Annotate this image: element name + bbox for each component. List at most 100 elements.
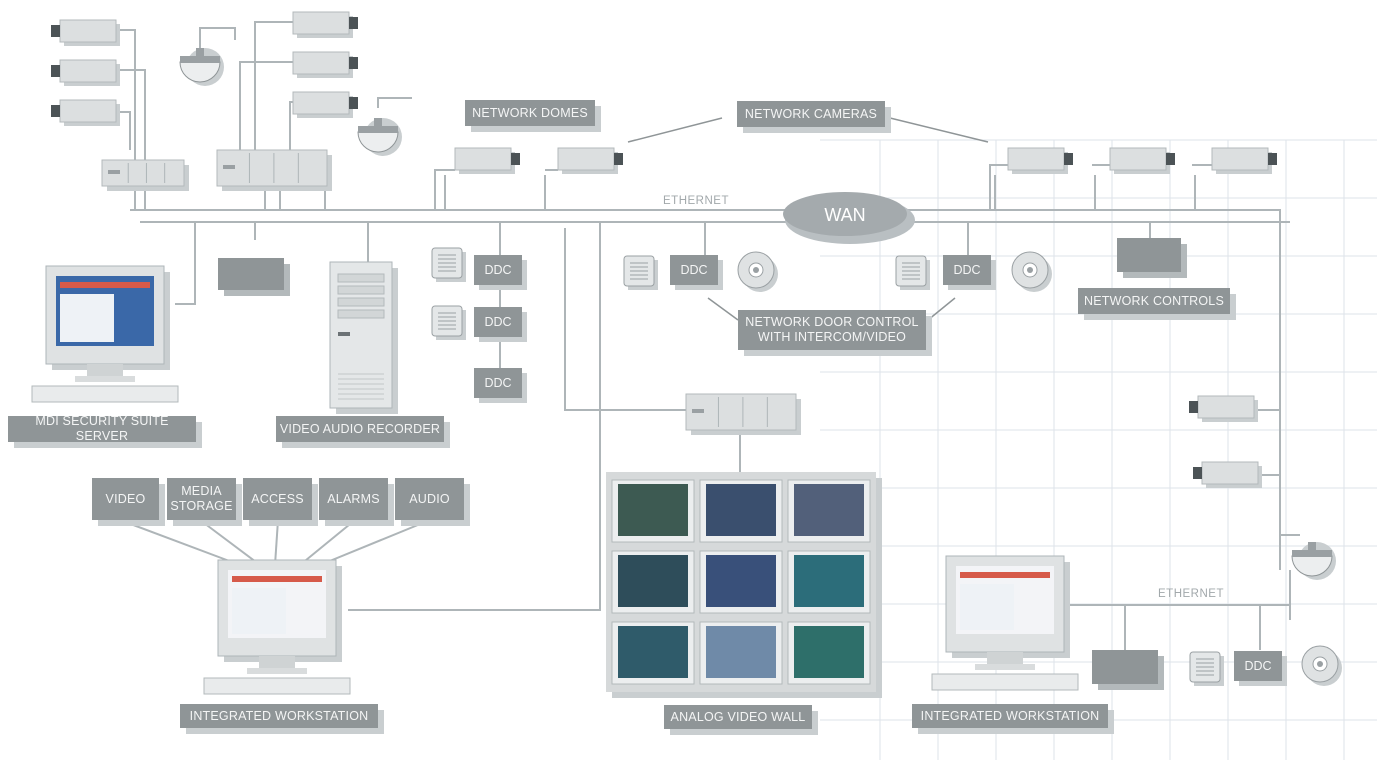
box-camera-icon	[292, 11, 358, 38]
server-monitor-icon	[31, 265, 179, 403]
wall-screen	[618, 484, 688, 536]
wall-screen	[706, 626, 776, 678]
dome-ring	[180, 56, 220, 63]
dome-globe	[179, 61, 221, 83]
camera-body	[454, 147, 512, 171]
network-controls-label: NETWORK CONTROLS	[1078, 288, 1230, 314]
ddc-unit-5: DDC	[943, 255, 991, 285]
camera-body	[1007, 147, 1065, 171]
workstation-controller-box	[1092, 650, 1164, 690]
wall-screen	[618, 626, 688, 678]
ddc-unit-2: DDC	[474, 307, 522, 337]
camera-lens	[349, 17, 358, 29]
wan-label: WAN	[824, 204, 866, 225]
wall-screen	[706, 484, 776, 536]
pointer-arrow	[707, 297, 739, 321]
box-camera-icon	[292, 91, 358, 118]
box-camera-icon	[51, 19, 120, 46]
network-switch-icon	[101, 159, 189, 191]
tower-server-icon	[329, 261, 398, 414]
ddc-unit-6: DDC	[1234, 651, 1282, 681]
card-reader-icon	[431, 305, 466, 340]
network-cable	[199, 519, 261, 566]
camera-body	[1201, 461, 1259, 485]
ddc-unit-4: DDC	[670, 255, 718, 285]
screen-panel	[60, 294, 114, 342]
box-body	[1092, 650, 1158, 684]
intercom-icon	[737, 251, 778, 292]
video-audio-recorder-label: VIDEO AUDIO RECORDER	[276, 416, 444, 442]
network-cable	[989, 164, 1008, 210]
network-cable	[274, 519, 279, 566]
network-door-control-label: NETWORK DOOR CONTROL WITH INTERCOM/VIDEO	[738, 310, 926, 350]
camera-lens	[51, 65, 60, 77]
monitor-stand	[987, 652, 1023, 664]
video-matrix-switch-icon	[685, 393, 801, 435]
screen-panel	[960, 584, 1014, 630]
camera-lens	[1166, 153, 1175, 165]
switch-body	[216, 149, 328, 187]
camera-lens	[51, 25, 60, 37]
card-reader-icon	[431, 247, 466, 282]
network-switch-icon	[216, 149, 332, 191]
dome-ring	[1292, 550, 1332, 557]
box-camera-icon	[1007, 147, 1073, 174]
tower-bay	[337, 273, 385, 283]
box-camera-icon	[557, 147, 623, 174]
camera-body	[292, 51, 350, 75]
intercom-center	[1027, 267, 1033, 273]
switch-led	[223, 165, 235, 169]
network-cable	[299, 519, 356, 566]
camera-lens	[51, 105, 60, 117]
camera-lens	[511, 153, 520, 165]
wall-screen	[794, 484, 864, 536]
monitor-stand	[87, 364, 123, 376]
box-camera-icon	[1193, 461, 1262, 488]
tower-bay	[337, 309, 385, 319]
mdi-security-suite-server-label: MDI SECURITY SUITE SERVER	[8, 414, 196, 443]
ddc-unit-3: DDC	[474, 368, 522, 398]
integrated-workstation-left-label: INTEGRATED WORKSTATION	[180, 704, 378, 728]
left-workstation-monitor-icon	[203, 559, 351, 695]
camera-body	[59, 59, 117, 83]
wall-screen	[618, 555, 688, 607]
camera-body	[557, 147, 615, 171]
wall-screen	[794, 555, 864, 607]
tower-button	[338, 332, 350, 336]
integrated-workstation-right-label: INTEGRATED WORKSTATION	[912, 704, 1108, 728]
pointer-arrow	[889, 117, 989, 143]
pointer-arrow	[627, 117, 723, 143]
camera-body	[59, 19, 117, 43]
dome-camera-icon	[1291, 542, 1336, 580]
card-reader-icon	[623, 255, 658, 290]
camera-body	[1197, 395, 1255, 419]
network-cable	[199, 27, 236, 48]
card-reader-icon	[1189, 651, 1224, 686]
camera-body	[292, 11, 350, 35]
network-cable	[119, 519, 241, 566]
network-cable	[175, 222, 196, 305]
box-camera-icon	[51, 59, 120, 86]
ethernet-label-top: ETHERNET	[663, 195, 729, 207]
keyboard-icon	[31, 385, 179, 403]
alarms-category-box: ALARMS	[319, 478, 388, 520]
tower-bay	[337, 297, 385, 307]
keyboard-icon	[931, 673, 1079, 691]
camera-body	[292, 91, 350, 115]
camera-lens	[1189, 401, 1198, 413]
box-camera-icon	[454, 147, 520, 174]
network-cable	[434, 169, 455, 210]
camera-lens	[1064, 153, 1073, 165]
media-storage-category-box: MEDIA STORAGE	[167, 478, 236, 520]
box-body	[1117, 238, 1181, 272]
ddc-unit-1: DDC	[474, 255, 522, 285]
intercom-icon	[1301, 645, 1342, 686]
ethernet-label-bottom: ETHERNET	[1158, 588, 1224, 600]
dome-mount	[1308, 542, 1316, 551]
box-camera-icon	[1189, 395, 1258, 422]
switch-led	[692, 409, 704, 413]
intercom-center	[753, 267, 759, 273]
dome-camera-icon	[179, 48, 224, 86]
camera-lens	[614, 153, 623, 165]
